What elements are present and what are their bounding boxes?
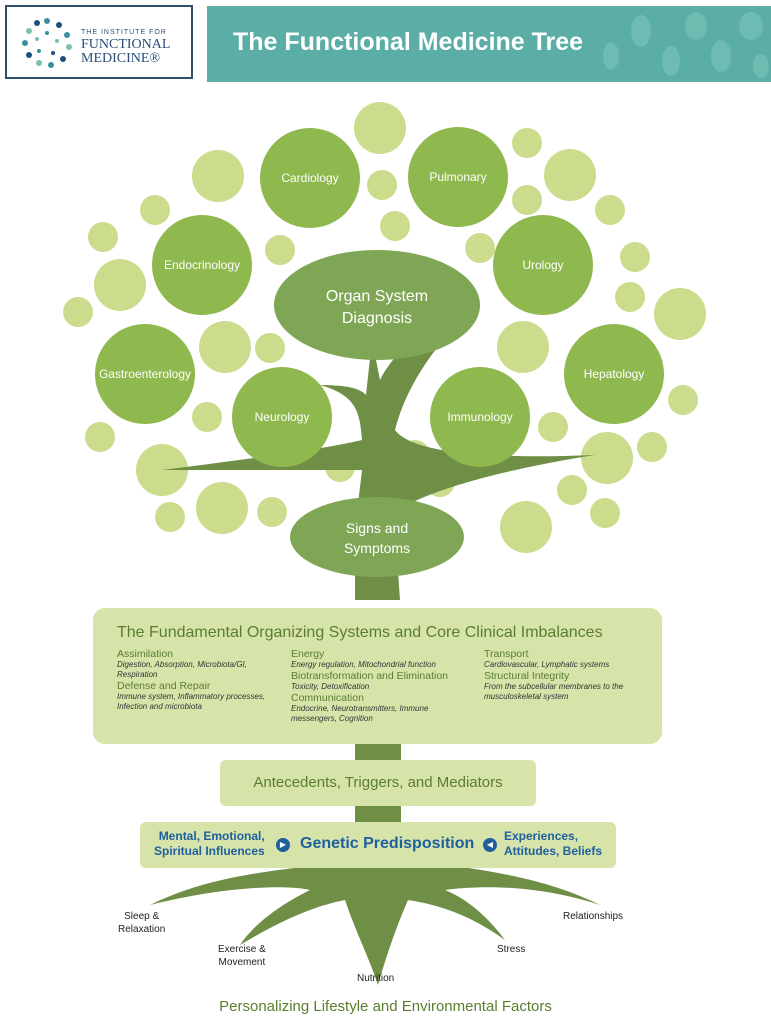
leaf-circle [465, 233, 495, 263]
arrow-right-icon: ▶ [276, 838, 290, 852]
diagnosis-line1: Organ System [326, 288, 428, 305]
root-stress: Stress [497, 944, 526, 955]
leaf-circle [615, 282, 645, 312]
item-desc: Endocrine, Neurotransmitters, Immune mes… [291, 704, 429, 723]
banner-pattern-icon [603, 12, 769, 78]
leaf-circle [512, 128, 542, 158]
roots [150, 860, 600, 985]
organ-label: Endocrinology [164, 258, 240, 272]
genetic-box: Mental, Emotional,Spiritual Influences ▶… [140, 822, 616, 868]
item-heading: Structural Integrity [484, 670, 570, 682]
mental-influences: Mental, Emotional,Spiritual Influences [154, 829, 265, 858]
leaf-circle [255, 333, 285, 363]
root-sleep: Sleep &Relaxation [118, 911, 166, 935]
organ-circle [493, 215, 593, 315]
item-desc: Toxicity, Detoxification [291, 682, 370, 691]
signs-line2: Symptoms [344, 540, 410, 556]
organ-system-diagnosis [274, 250, 480, 360]
root-relationships: Relationships [563, 911, 624, 922]
signs-and-symptoms [290, 497, 464, 577]
leaf-circle [63, 297, 93, 327]
title-banner: The Functional Medicine Tree [207, 6, 771, 82]
leaf-circle [668, 385, 698, 415]
organ-circle [260, 128, 360, 228]
item-desc: From the subcellular membranes to the mu… [484, 682, 624, 701]
logo-small-text: THE INSTITUTE FOR [81, 29, 167, 36]
item-heading: Defense and Repair [117, 680, 211, 692]
item-desc: Cardiovascular, Lymphatic systems [484, 660, 610, 669]
tree-illustration: Organ System Diagnosis Signs and Symptom… [63, 102, 706, 985]
column-3: Transport Cardiovascular, Lymphatic syst… [484, 648, 644, 702]
diagnosis-line2: Diagnosis [342, 310, 412, 327]
trunk-segment [355, 744, 401, 760]
experiences-attitudes: Experiences,Attitudes, Beliefs [504, 829, 603, 858]
leaf-circle [192, 150, 244, 202]
item-heading: Communication [291, 692, 364, 704]
organ-circle [408, 127, 508, 227]
fundamental-systems-box: The Fundamental Organizing Systems and C… [93, 608, 662, 744]
leaf-circle [654, 288, 706, 340]
antecedents-box: Antecedents, Triggers, and Mediators [220, 760, 536, 806]
organ-label: Urology [522, 258, 563, 272]
leaf-circle [581, 432, 633, 484]
column-2: Energy Energy regulation, Mitochondrial … [291, 648, 476, 724]
column-1: Assimilation Digestion, Absorption, Micr… [117, 648, 287, 712]
organ-label: Pulmonary [429, 170, 486, 184]
leaf-circle [637, 432, 667, 462]
leaf-circle [380, 211, 410, 241]
leaf-circle [85, 422, 115, 452]
leaf-circle [199, 321, 251, 373]
organ-circle [564, 324, 664, 424]
root-exercise: Exercise &Movement [218, 944, 266, 968]
organ-label: Gastroenterology [99, 367, 191, 381]
leaf-circle [538, 412, 568, 442]
root-nutrition: Nutrition [357, 973, 395, 984]
organ-circle [232, 367, 332, 467]
logo-text-2: MEDICINE® [81, 51, 161, 66]
leaf-circle [140, 195, 170, 225]
organ-circle [152, 215, 252, 315]
trunk-segment [355, 806, 401, 822]
organ-label: Hepatology [584, 367, 645, 381]
leaf-circle [620, 242, 650, 272]
genetic-predisposition: Genetic Predisposition [300, 835, 475, 852]
leaf-circle [192, 402, 222, 432]
item-desc: Immune system, Inflammatory processes, I… [117, 692, 266, 711]
leaf-circle [544, 149, 596, 201]
leaf-circle [557, 475, 587, 505]
footer-caption: Personalizing Lifestyle and Environmenta… [219, 998, 552, 1015]
leaf-circle [257, 497, 287, 527]
item-heading: Transport [484, 648, 529, 660]
organ-label: Cardiology [281, 171, 338, 185]
item-heading: Energy [291, 648, 325, 660]
leaf-circle [354, 102, 406, 154]
item-heading: Assimilation [117, 648, 174, 660]
leaf-circle [88, 222, 118, 252]
logo: THE INSTITUTE FOR FUNCTIONAL MEDICINE® [5, 5, 193, 79]
arrow-left-icon: ◀ [483, 838, 497, 852]
leaf-circle [512, 185, 542, 215]
item-desc: Energy regulation, Mitochondrial functio… [291, 660, 436, 669]
organ-label: Neurology [255, 410, 310, 424]
signs-line1: Signs and [346, 520, 408, 536]
leaf-circle [595, 195, 625, 225]
leaf-circle [367, 170, 397, 200]
organ-label: Immunology [447, 410, 512, 424]
organ-circle [95, 324, 195, 424]
item-desc: Digestion, Absorption, Microbiota/GI, Re… [117, 660, 247, 679]
leaf-circle [500, 501, 552, 553]
logo-dots-icon [22, 18, 72, 68]
page-title: The Functional Medicine Tree [233, 28, 584, 56]
trunk [162, 305, 595, 600]
leaf-circle [590, 498, 620, 528]
fundamental-title: The Fundamental Organizing Systems and C… [117, 624, 603, 641]
leaf-circle [155, 502, 185, 532]
leaf-circle [94, 259, 146, 311]
item-heading: Biotransformation and Elimination [291, 670, 448, 682]
logo-text-1: FUNCTIONAL [81, 37, 171, 52]
leaf-circle [265, 235, 295, 265]
leaf-circle [196, 482, 248, 534]
organ-circle [430, 367, 530, 467]
leaf-circle [497, 321, 549, 373]
